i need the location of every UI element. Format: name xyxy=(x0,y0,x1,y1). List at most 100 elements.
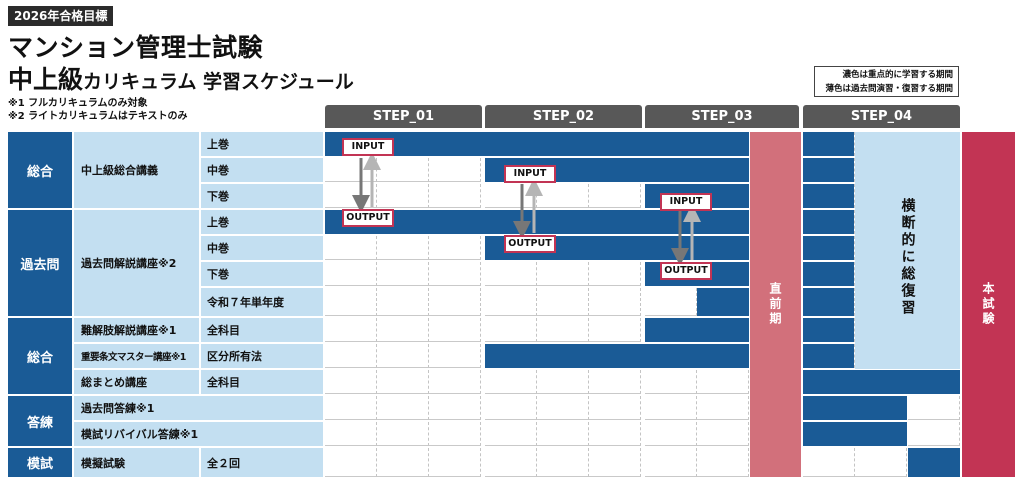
grid-cell xyxy=(697,448,749,477)
page-title: マンション管理士試験 xyxy=(8,33,264,62)
bar-step4-r5 xyxy=(803,236,854,260)
grid-cell xyxy=(325,344,377,368)
bar-kakomon-joukan xyxy=(325,210,749,234)
grid-cell xyxy=(485,370,537,394)
grid-cell xyxy=(537,184,589,208)
grid-cell xyxy=(908,396,960,420)
bar-kakomon-toren xyxy=(803,396,907,420)
course-kakomon-toren: 過去問答練※1 xyxy=(74,396,323,420)
bar-step4-r6 xyxy=(803,262,854,286)
category-sougou-2: 総合 xyxy=(8,318,72,394)
sub-row-2: 中巻 xyxy=(201,158,323,182)
step-header-4: STEP_04 xyxy=(803,105,960,128)
sub-row-6: 下巻 xyxy=(201,262,323,286)
bar-nankaishi xyxy=(645,318,749,342)
grid-cell xyxy=(485,448,537,477)
target-year-badge: 2026年合格目標 xyxy=(8,6,114,26)
grid-cell xyxy=(589,422,641,446)
bar-step4-r4 xyxy=(803,210,854,234)
sub-row-4: 上巻 xyxy=(201,210,323,234)
grid-cell xyxy=(377,370,429,394)
grid-cell xyxy=(429,288,481,316)
sub-row-8: 全科目 xyxy=(201,318,323,342)
grid-cell xyxy=(325,288,377,316)
grid-cell xyxy=(377,396,429,420)
grid-cell xyxy=(485,318,537,342)
bar-revival-toren xyxy=(803,422,907,446)
grid-cell xyxy=(645,422,697,446)
bar-step4-r8 xyxy=(803,318,854,342)
sub-row-7: 令和７年単年度 xyxy=(201,288,323,316)
grid-cell xyxy=(325,236,377,260)
step-header-2: STEP_02 xyxy=(485,105,642,128)
output-marker-1: OUTPUT xyxy=(342,209,394,227)
grid-cell xyxy=(537,370,589,394)
input-marker-3: INPUT xyxy=(660,193,712,211)
bar-step4-r9 xyxy=(803,344,854,368)
footnote-2: ※2 ライトカリキュラムはテキストのみ xyxy=(8,111,188,122)
grid-cell xyxy=(377,236,429,260)
grid-cell xyxy=(429,422,481,446)
final-stretch-label: 直前期 xyxy=(768,282,782,327)
step-header-3: STEP_03 xyxy=(645,105,799,128)
grid-cell xyxy=(589,318,641,342)
bar-step4-r7 xyxy=(803,288,854,316)
grid-cell xyxy=(697,370,749,394)
grid-cell xyxy=(377,184,429,208)
grid-cell xyxy=(325,158,377,182)
main-exam-label: 本試験 xyxy=(981,282,995,327)
grid-cell xyxy=(589,370,641,394)
grid-cell xyxy=(803,448,855,477)
grid-cell xyxy=(908,422,960,446)
grid-cell xyxy=(485,396,537,420)
grid-cell xyxy=(697,422,749,446)
bar-matome xyxy=(803,370,960,394)
grid-cell xyxy=(537,262,589,286)
bar-kakomon-r7 xyxy=(697,288,749,316)
legend-dark: 濃色は重点的に学習する期間 xyxy=(842,70,953,80)
grid-cell xyxy=(325,262,377,286)
bar-step4-r2 xyxy=(803,158,854,182)
grid-cell xyxy=(589,288,641,316)
input-marker-1: INPUT xyxy=(342,138,394,156)
grid-cell xyxy=(645,396,697,420)
grid-cell xyxy=(645,370,697,394)
grid-cell xyxy=(645,448,697,477)
grid-cell xyxy=(325,318,377,342)
grid-cell xyxy=(325,370,377,394)
grid-cell xyxy=(485,262,537,286)
page-subtitle: 中上級カリキュラム 学習スケジュール xyxy=(8,60,354,96)
grid-cell xyxy=(589,262,641,286)
course-revival-toren: 模試リバイバル答練※1 xyxy=(74,422,323,446)
grid-cell xyxy=(325,396,377,420)
grid-cell xyxy=(697,396,749,420)
output-marker-2: OUTPUT xyxy=(504,235,556,253)
grid-cell xyxy=(589,448,641,477)
subtitle-rest: カリキュラム 学習スケジュール xyxy=(83,71,354,93)
grid-cell xyxy=(485,422,537,446)
bar-jouyou-master xyxy=(485,344,749,368)
grid-cell xyxy=(325,422,377,446)
category-moshi: 模試 xyxy=(8,448,72,477)
grid-cell xyxy=(377,318,429,342)
subtitle-level: 中上級 xyxy=(8,65,84,94)
grid-cell xyxy=(537,448,589,477)
grid-cell xyxy=(429,318,481,342)
grid-cell xyxy=(589,396,641,420)
sub-row-1: 上巻 xyxy=(201,132,323,156)
grid-cell xyxy=(377,288,429,316)
course-mogi: 模擬試験 xyxy=(74,448,199,477)
grid-cell xyxy=(589,184,641,208)
sub-row-3: 下巻 xyxy=(201,184,323,208)
output-marker-3: OUTPUT xyxy=(660,262,712,280)
grid-cell xyxy=(537,318,589,342)
grid-cell xyxy=(429,370,481,394)
cross-review-block: 横断的に総復習 xyxy=(855,132,960,369)
grid-cell xyxy=(325,184,377,208)
bar-sougou-joukan xyxy=(325,132,749,156)
grid-cell xyxy=(377,262,429,286)
bar-step4-r1 xyxy=(803,132,854,156)
grid-cell xyxy=(325,448,377,477)
course-nankaishi: 難解肢解説講座※1 xyxy=(74,318,199,342)
grid-cell xyxy=(645,288,697,316)
